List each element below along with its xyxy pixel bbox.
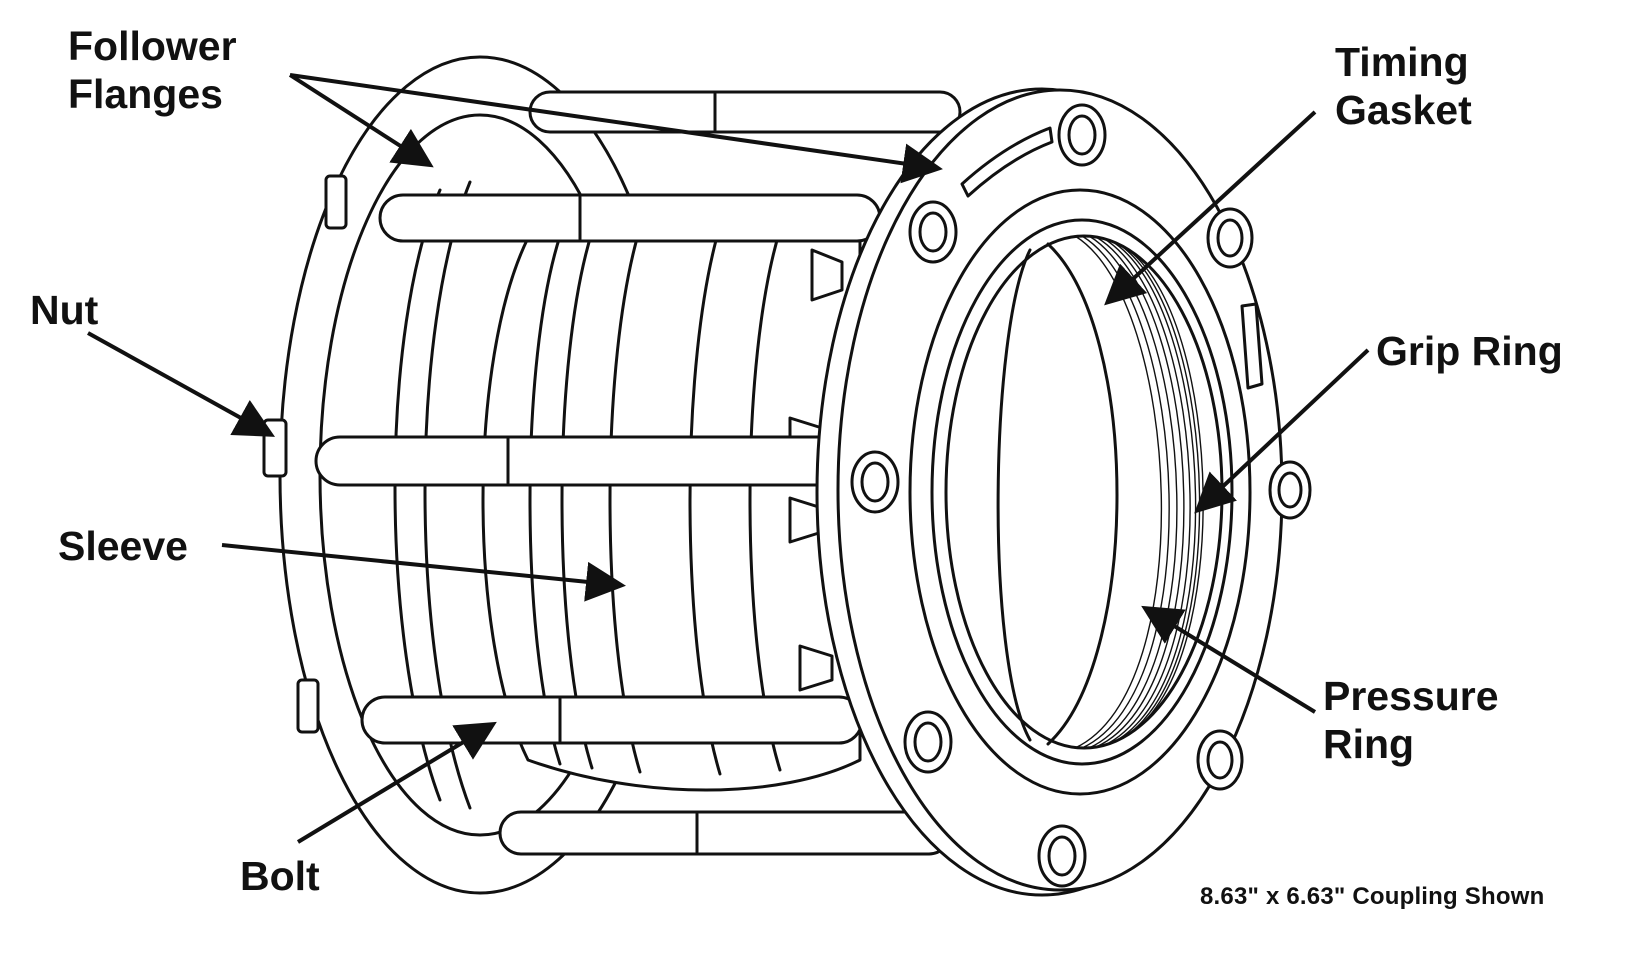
bolt-hole bbox=[850, 450, 900, 514]
pressure-ring bbox=[930, 218, 1234, 766]
figure-caption: 8.63" x 6.63" Coupling Shown bbox=[1200, 883, 1545, 910]
bolt-hole bbox=[1268, 460, 1312, 520]
label-pressure-ring: Pressure Ring bbox=[1323, 673, 1499, 767]
arrow-sleeve bbox=[221, 543, 626, 602]
bolt-hole bbox=[1037, 824, 1087, 888]
arrow-grip-ring bbox=[1194, 348, 1370, 514]
arrow-follower-flanges-rear bbox=[288, 73, 434, 168]
label-bolt: Bolt bbox=[240, 853, 320, 899]
arrow-pressure-ring bbox=[1141, 605, 1317, 714]
bolt-hole bbox=[1196, 729, 1244, 791]
label-nut: Nut bbox=[30, 287, 99, 333]
bolt bbox=[314, 435, 848, 487]
label-grip-ring: Grip Ring bbox=[1376, 328, 1563, 374]
nut bbox=[324, 174, 348, 230]
timing-marks bbox=[960, 126, 1264, 390]
nut bbox=[296, 678, 320, 734]
bolt-hole bbox=[908, 200, 958, 264]
bolt bbox=[378, 193, 882, 243]
label-follower-flanges: Follower Flanges bbox=[68, 23, 237, 117]
bolt bbox=[360, 695, 864, 745]
arrow-follower-flanges-front bbox=[289, 73, 943, 184]
bolt bbox=[498, 810, 952, 856]
nut bbox=[262, 418, 288, 478]
leader-arrows bbox=[87, 73, 1370, 844]
arrow-bolt bbox=[296, 721, 497, 844]
label-sleeve: Sleeve bbox=[58, 523, 188, 569]
bolt-hole bbox=[1057, 103, 1107, 167]
flange-bolt-holes bbox=[850, 103, 1312, 888]
bore-far-edge bbox=[996, 248, 1032, 742]
rear-nuts bbox=[262, 174, 348, 734]
timing-gasket bbox=[1046, 242, 1119, 746]
label-timing-gasket: Timing Gasket bbox=[1335, 39, 1472, 133]
arrow-timing-gasket bbox=[1104, 110, 1317, 306]
bolt-hole bbox=[1206, 207, 1254, 269]
bolt-hole bbox=[903, 710, 953, 774]
bolt bbox=[528, 90, 962, 134]
arrow-nut bbox=[87, 331, 275, 437]
